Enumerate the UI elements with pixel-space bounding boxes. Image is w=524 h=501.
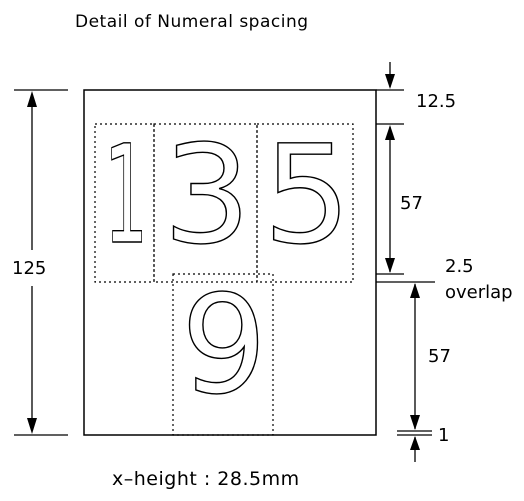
row-height-2-label: 57 bbox=[428, 346, 451, 367]
numeral-1: 1 bbox=[104, 117, 148, 275]
cell-digit-3 bbox=[153, 123, 258, 283]
gap-note-label: overlap bbox=[445, 282, 513, 303]
x-height-caption: x–height : 28.5mm bbox=[112, 468, 300, 490]
top-margin-label: 12.5 bbox=[416, 91, 456, 112]
overall-height-label: 125 bbox=[12, 258, 46, 279]
right-dimension-chain bbox=[376, 62, 435, 462]
overall-height-dimension bbox=[14, 89, 68, 436]
cell-digit-1 bbox=[94, 123, 155, 283]
bottom-margin-label: 1 bbox=[438, 425, 449, 446]
row-height-1-label: 57 bbox=[400, 193, 423, 214]
gap-value-label: 2.5 bbox=[445, 256, 474, 277]
sign-panel-outline bbox=[83, 89, 377, 436]
numeral-5: 5 bbox=[263, 117, 351, 275]
diagram-title: Detail of Numeral spacing bbox=[75, 12, 309, 32]
cell-digit-5 bbox=[256, 123, 354, 283]
top-row-cells bbox=[94, 123, 354, 283]
cell-digit-9 bbox=[172, 273, 274, 436]
numeral-9: 9 bbox=[181, 267, 267, 425]
numeral-3: 3 bbox=[163, 117, 251, 275]
